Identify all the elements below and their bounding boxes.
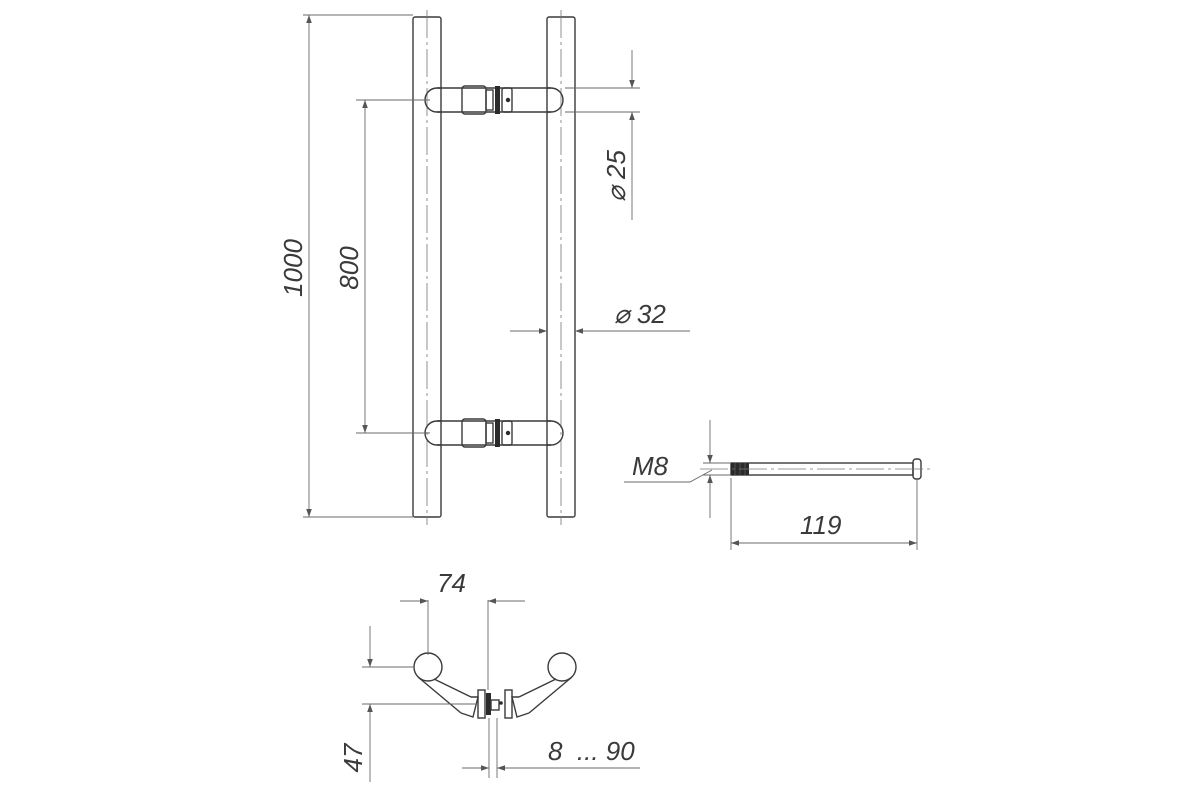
door-thickness-label: 8 ... 90 [548, 736, 635, 766]
dimension-overall-length: 1000 [278, 14, 413, 518]
offset-height-label: 47 [338, 742, 368, 772]
dimension-offset-width: 74 [400, 568, 525, 690]
standoff-diameter-label: ⌀ 25 [601, 150, 631, 202]
bar-diameter-label: ⌀ 32 [614, 299, 666, 329]
offset-width-label: 74 [437, 568, 466, 598]
dimension-bar-diameter: ⌀ 32 [510, 299, 690, 334]
dimension-door-thickness: 8 ... 90 [462, 718, 640, 778]
bottom-standoff [424, 418, 564, 448]
top-standoff [424, 85, 564, 115]
dimension-thread: M8 [624, 420, 731, 518]
front-view: 1000 800 ⌀ 25 ⌀ 32 [278, 10, 690, 525]
dimension-offset-height: 47 [338, 626, 478, 782]
bolt-view: M8 119 [624, 420, 930, 550]
thread-label: M8 [632, 451, 669, 481]
bolt-length-label: 119 [800, 510, 841, 540]
overall-length-label: 1000 [278, 239, 308, 297]
dimension-bolt-length: 119 [730, 478, 918, 550]
center-distance-label: 800 [334, 246, 364, 290]
dimension-center-distance: 800 [334, 99, 430, 434]
top-view: 74 47 8 ... 90 [338, 568, 640, 782]
dimension-standoff-diameter: ⌀ 25 [565, 50, 640, 220]
